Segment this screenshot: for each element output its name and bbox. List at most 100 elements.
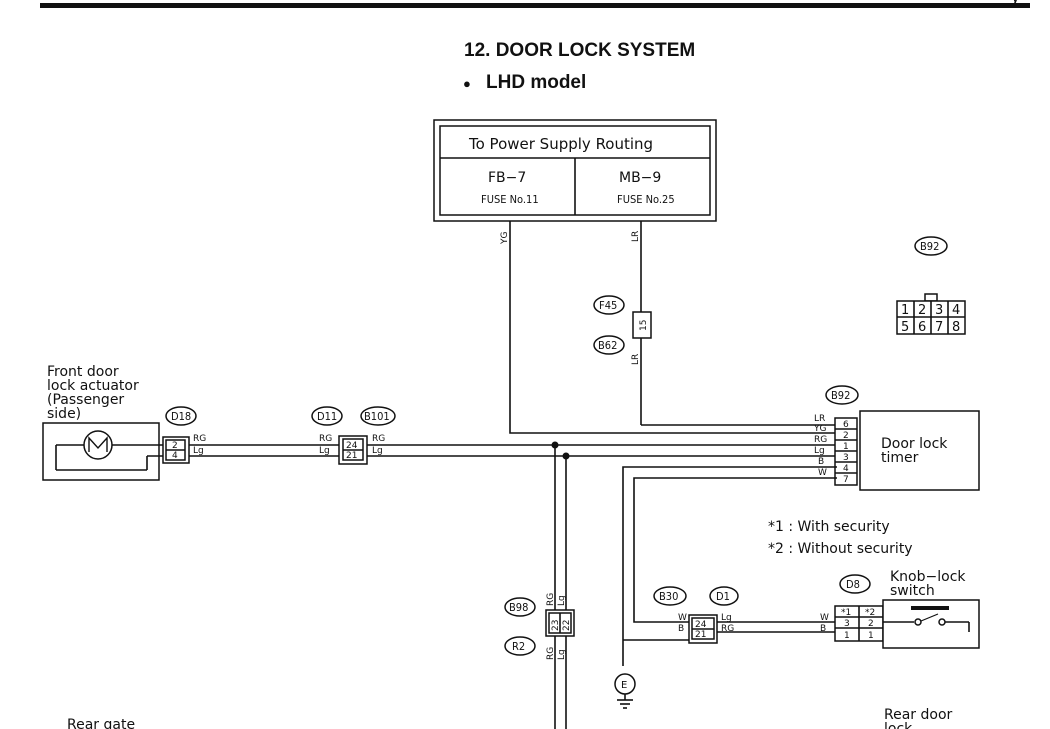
wire-yg: YG <box>500 221 837 434</box>
timer-wire-lr: LR <box>814 414 825 424</box>
r2-wire-rg: RG <box>546 647 556 660</box>
d11-pin-24: 24 <box>346 441 358 451</box>
main-bus-wires: RG Lg RG Lg RG Lg <box>189 434 837 460</box>
d8-pin-2: 2 <box>868 619 874 629</box>
timer-wire-w: W <box>818 468 827 478</box>
b30-wire-b: B <box>678 624 684 634</box>
actuator-label-4: side) <box>47 406 81 422</box>
timer-label-2: timer <box>881 450 919 466</box>
power-left-code: FB−7 <box>488 170 526 186</box>
rear-door-lock-label-1: Rear door <box>884 707 953 723</box>
timer-wire-b: B <box>818 457 824 467</box>
b92-pin-8: 8 <box>952 320 960 335</box>
connector-f45-b62: 15 F45 B62 <box>593 295 652 355</box>
connector-b62-label: B62 <box>598 339 617 352</box>
d11-pin-21: 21 <box>346 451 357 461</box>
b30-pin-21: 21 <box>695 630 706 640</box>
corner-text: y <box>1012 0 1019 5</box>
d8-pin-3: 3 <box>844 619 850 629</box>
connector-b98-label: B98 <box>509 601 528 614</box>
timer-pin-2: 2 <box>843 431 849 441</box>
b92-layout-label: B92 <box>920 240 939 253</box>
b30-wire-w: W <box>678 613 687 623</box>
b101-wire-rg: RG <box>372 434 385 444</box>
door-lock-timer: Door lock timer B92 6 2 1 3 4 7 LR YG RG… <box>813 385 980 491</box>
connector-b30-d1: B30 D1 24 21 W B Lg RG <box>653 586 739 644</box>
r2-wire-lg: Lg <box>557 649 567 660</box>
d8-header-1: *1 <box>841 608 851 618</box>
d8-wire-w: W <box>820 613 829 623</box>
actuator-label-2: lock actuator <box>47 378 139 394</box>
ground-symbol: E <box>614 673 636 709</box>
d1-wire-lg: Lg <box>721 613 732 623</box>
page-subtitle: LHD model <box>486 72 586 93</box>
d18-wire-lg: Lg <box>193 446 204 456</box>
b92-pin-7: 7 <box>935 320 943 335</box>
timer-pin-7: 7 <box>843 475 849 485</box>
timer-pin-6: 6 <box>843 420 849 430</box>
top-rule <box>40 3 1030 8</box>
b92-pin-2: 2 <box>918 303 926 318</box>
page-title: 12. DOOR LOCK SYSTEM <box>464 40 695 61</box>
ground-label: E <box>621 680 627 691</box>
wire-b-w <box>622 466 837 666</box>
power-supply-box: To Power Supply Routing FB−7 FUSE No.11 … <box>433 119 717 222</box>
timer-wire-lg: Lg <box>814 446 825 456</box>
connector-d18-label: D18 <box>171 410 191 423</box>
power-left-fuse: FUSE No.11 <box>481 193 539 206</box>
f45-pin: 15 <box>639 320 649 331</box>
d18-pin-4: 4 <box>172 451 178 461</box>
knob-switch-label-2: switch <box>890 583 935 599</box>
d8-pin-1a: 1 <box>844 631 850 641</box>
b92-pin-4: 4 <box>952 303 960 318</box>
connector-r2-label: R2 <box>512 640 525 653</box>
timer-wire-yg: YG <box>813 424 826 434</box>
b101-wire-lg: Lg <box>372 446 383 456</box>
note-with-security: *1 : With security <box>768 519 890 535</box>
b98-wire-lg: Lg <box>557 595 567 606</box>
wire-label-lr-top: LR <box>631 231 641 242</box>
branch-to-rear-gate: RG Lg 23 22 RG Lg B98 R2 <box>504 445 575 729</box>
power-right-code: MB−9 <box>619 170 661 186</box>
knob-switch-label-1: Knob−lock <box>890 569 966 585</box>
timer-pin-1: 1 <box>843 442 849 452</box>
connector-f45-label: F45 <box>599 299 617 312</box>
b92-connector-layout: B92 1 2 3 4 5 6 7 8 <box>896 236 966 335</box>
rear-gate-label: Rear gate <box>67 717 135 729</box>
d11-wire-rg: RG <box>319 434 332 444</box>
connector-b92-label: B92 <box>831 389 850 402</box>
note-without-security: *2 : Without security <box>768 541 913 557</box>
b98-pin-23: 23 <box>551 620 561 631</box>
motor-icon <box>83 430 113 460</box>
timer-pin-4: 4 <box>843 464 849 474</box>
b98-pin-22: 22 <box>562 620 572 631</box>
rear-door-lock-label-2: lock <box>884 721 913 729</box>
connector-d11-b101: D11 B101 24 21 <box>311 406 396 465</box>
switch-bar <box>911 606 949 610</box>
timer-wire-rg: RG <box>814 435 827 445</box>
wire-label-yg-vertical: YG <box>500 232 510 245</box>
d11-wire-lg: Lg <box>319 446 330 456</box>
actuator-label-3: (Passenger <box>47 392 124 408</box>
wire-label-lr-bottom: LR <box>631 354 641 365</box>
connector-d1-label: D1 <box>716 590 730 603</box>
timer-label-1: Door lock <box>881 436 948 452</box>
timer-pin-3: 3 <box>843 453 849 463</box>
d18-pin-2: 2 <box>172 441 178 451</box>
power-right-fuse: FUSE No.25 <box>617 193 675 206</box>
power-box-title: To Power Supply Routing <box>468 135 653 153</box>
d1-wire-rg: RG <box>721 624 734 634</box>
b30-pin-24: 24 <box>695 620 707 630</box>
actuator-label-1: Front door <box>47 364 119 380</box>
d8-pin-1b: 1 <box>868 631 874 641</box>
subtitle-bullet: ● <box>463 76 471 91</box>
b92-pin-5: 5 <box>901 320 909 335</box>
b92-pin-6: 6 <box>918 320 926 335</box>
b92-pin-3: 3 <box>935 303 943 318</box>
d8-header-2: *2 <box>865 608 875 618</box>
b92-pin-1: 1 <box>901 303 909 318</box>
front-door-actuator: Front door lock actuator (Passenger side… <box>42 364 197 481</box>
connector-b101-label: B101 <box>364 410 390 423</box>
connector-b30-label: B30 <box>659 590 678 603</box>
